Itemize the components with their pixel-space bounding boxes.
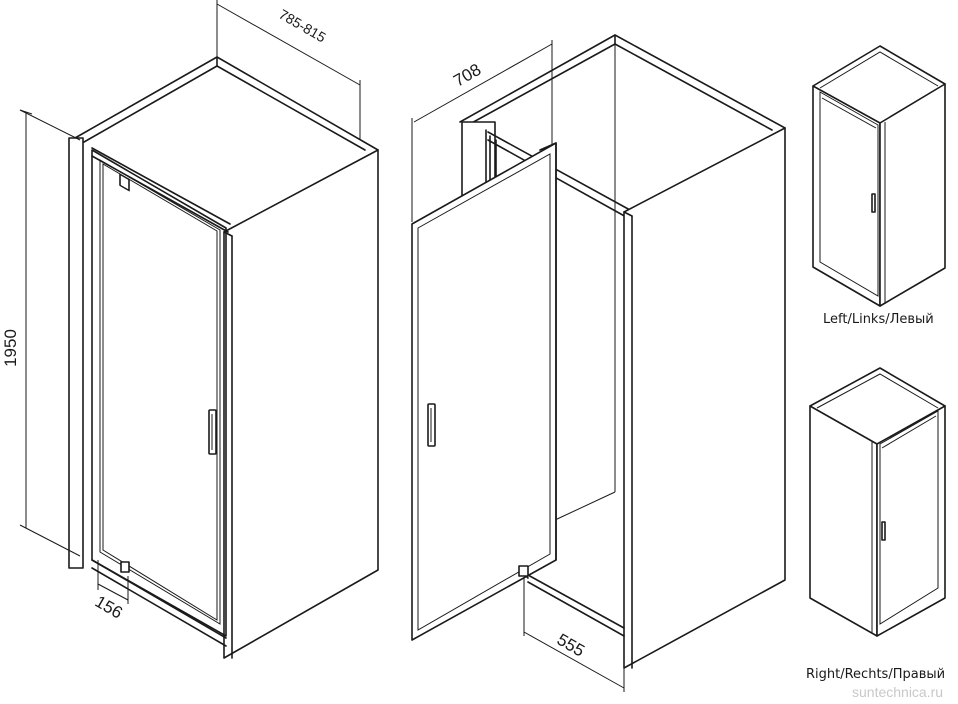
dimension-height-label: 1950 bbox=[1, 329, 20, 367]
watermark: suntechnica.ru bbox=[852, 684, 944, 700]
closed-door-view bbox=[68, 56, 379, 659]
right-variant-caption: Right/Rechts/Правый bbox=[806, 667, 946, 682]
open-door-view bbox=[411, 34, 786, 669]
dimension-width-range-label: 785-815 bbox=[276, 6, 329, 46]
dimension-door-width-label: 708 bbox=[450, 60, 484, 91]
left-variant-thumbnail bbox=[812, 45, 946, 307]
dimension-open-depth: 555 bbox=[523, 578, 625, 692]
right-variant-thumbnail bbox=[809, 367, 946, 637]
dimension-open-depth-label: 555 bbox=[554, 630, 588, 661]
dimension-height: 1950 bbox=[1, 109, 81, 557]
left-variant-caption: Left/Links/Левый bbox=[823, 312, 934, 327]
dimension-door-width: 708 bbox=[411, 40, 553, 222]
